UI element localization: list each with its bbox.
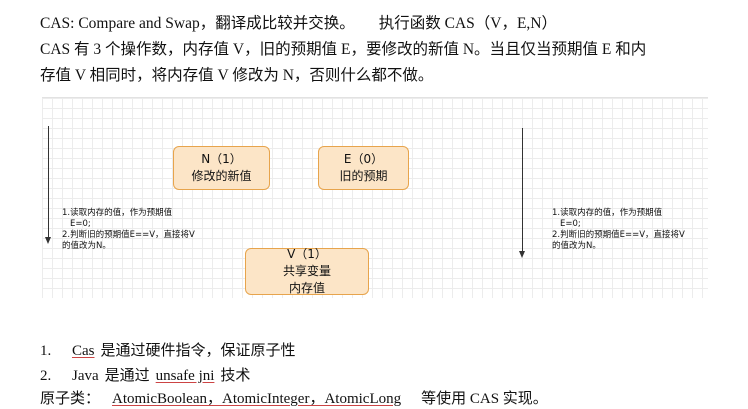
list-item: 2. Java 是通过 unsafe jni 技术 [40, 366, 250, 386]
list-text-a: 是通过 [104, 368, 150, 384]
box-v-label1: 共享变量 [282, 264, 331, 278]
list-keyword: Cas [72, 343, 95, 359]
atomic-label: 原子类： [40, 391, 101, 407]
list-number: 2. [40, 368, 52, 384]
note-right: 1.读取内存的值，作为预期值 E=0; 2.判断旧的预期值E==V，直接将V 的… [552, 208, 685, 252]
box-n-title: N（1） [201, 152, 242, 166]
box-v-label2: 内存值 [288, 281, 325, 295]
cas-diagram: N（1） 修改的新值 E（0） 旧的预期 V（1） 共享变量 内存值 1.读取内… [42, 97, 708, 298]
list-number: 1. [40, 343, 52, 359]
note-left-line-4: 的值改为N。 [62, 241, 111, 251]
atomic-suffix: 等使用 CAS 实现。 [421, 391, 548, 407]
list-item: 1. Cas 是通过硬件指令，保证原子性 [40, 341, 296, 361]
left-arrow-head [45, 237, 51, 244]
note-left-line-2: E=0; [70, 219, 91, 229]
note-right-line-2: E=0; [560, 219, 581, 229]
right-arrow-line [522, 128, 523, 252]
note-right-line-4: 的值改为N。 [552, 241, 601, 251]
note-left-line-1: 1.读取内存的值，作为预期值 [62, 208, 173, 218]
box-memory-value-v: V（1） 共享变量 内存值 [245, 247, 369, 295]
box-v-title: V（1） [287, 247, 327, 261]
note-left: 1.读取内存的值，作为预期值 E=0; 2.判断旧的预期值E==V，直接将V 的… [62, 208, 195, 252]
box-e-label: 旧的预期 [339, 169, 388, 183]
list-text: 是通过硬件指令，保证原子性 [100, 343, 296, 359]
list-keyword: Java [72, 368, 99, 384]
box-n-label: 修改的新值 [191, 169, 252, 183]
cas-definition: CAS: Compare and Swap，翻译成比较并交换。 [40, 15, 355, 32]
header-line-1: CAS: Compare and Swap，翻译成比较并交换。 执行函数 CAS（… [40, 14, 557, 34]
box-e-title: E（0） [343, 152, 384, 166]
note-right-line-1: 1.读取内存的值，作为预期值 [552, 208, 663, 218]
cas-function: 执行函数 CAS（V，E,N） [378, 15, 557, 32]
note-left-line-3: 2.判断旧的预期值E==V，直接将V [62, 230, 195, 240]
atomic-classes-line: 原子类： AtomicBoolean，AtomicInteger，AtomicLo… [40, 389, 548, 409]
list-keyword-2: unsafe jni [155, 368, 215, 384]
header-line-2: CAS 有 3 个操作数，内存值 V，旧的预期值 E，要修改的新值 N。当且仅当… [40, 41, 647, 58]
box-new-value-n: N（1） 修改的新值 [173, 146, 270, 190]
list-text-b: 技术 [220, 368, 251, 384]
left-arrow-line [48, 126, 49, 238]
box-expected-value-e: E（0） 旧的预期 [318, 146, 409, 190]
atomic-class-names: AtomicBoolean，AtomicInteger，AtomicLong [112, 391, 402, 407]
header-line-3: 存值 V 相同时，将内存值 V 修改为 N，否则什么都不做。 [40, 67, 434, 84]
note-right-line-3: 2.判断旧的预期值E==V，直接将V [552, 230, 685, 240]
right-arrow-head [519, 251, 525, 258]
